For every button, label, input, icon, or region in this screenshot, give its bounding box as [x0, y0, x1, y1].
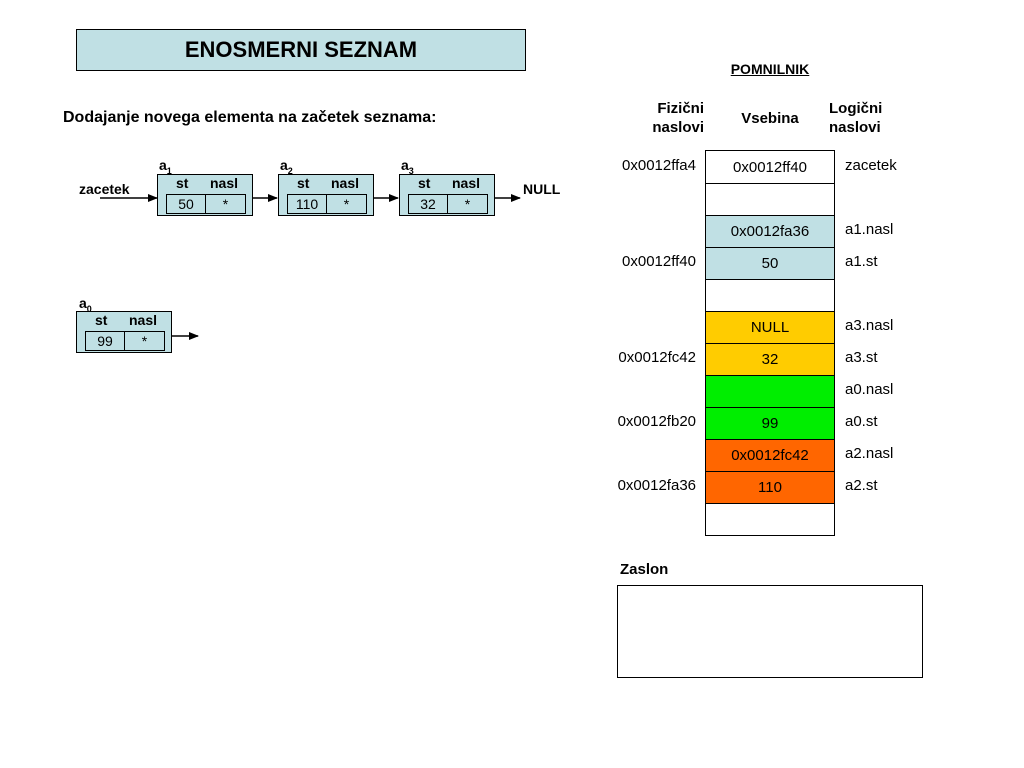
node-a3-st-header: st — [418, 175, 431, 191]
node-a0-pointer: * — [141, 333, 148, 349]
head-pointer-label: zacetek — [79, 181, 130, 197]
logical-address: a2.st — [845, 477, 878, 494]
node-a1-label: a1 — [159, 157, 172, 176]
null-label: NULL — [523, 181, 561, 197]
slide-subtitle: Dodajanje novega elementa na začetek sez… — [63, 109, 437, 126]
node-a2: st nasl 110 * — [278, 174, 374, 216]
node-a3-pointer: * — [464, 196, 471, 212]
node-a3: st nasl 32 * — [399, 174, 495, 216]
node-a1-nasl-header: nasl — [210, 175, 239, 191]
slide-title: ENOSMERNI SEZNAM — [76, 29, 526, 71]
col-content-header: Vsebina — [741, 110, 799, 127]
memory-cell — [706, 375, 834, 407]
memory-cell — [706, 279, 834, 311]
screen-output-box — [617, 585, 923, 678]
memory-cell: NULL — [706, 311, 834, 343]
memory-cell — [706, 503, 834, 535]
physical-address: 0x0012fb20 — [617, 413, 696, 430]
node-a1-cells: 50 * — [166, 194, 246, 214]
physical-address: 0x0012ffa4 — [622, 157, 696, 174]
node-a0: st nasl 99 * — [76, 311, 172, 353]
screen-label: Zaslon — [620, 561, 669, 578]
logical-address: zacetek — [845, 157, 897, 174]
memory-cell: 0x0012fa36 — [706, 215, 834, 247]
memory-cell: 0x0012ff40 — [706, 151, 834, 183]
memory-cell: 0x0012fc42 — [706, 439, 834, 471]
node-a0-label: a0 — [79, 295, 92, 314]
node-a2-cells: 110 * — [287, 194, 367, 214]
node-a1-pointer: * — [222, 196, 229, 212]
node-a2-value: 110 — [288, 195, 328, 213]
physical-address: 0x0012fc42 — [618, 349, 696, 366]
node-a2-nasl-header: nasl — [331, 175, 360, 191]
memory-cell: 99 — [706, 407, 834, 439]
node-a3-cells: 32 * — [408, 194, 488, 214]
physical-address: 0x0012fa36 — [617, 477, 696, 494]
node-a3-label: a3 — [401, 157, 414, 176]
node-a1: st nasl 50 * — [157, 174, 253, 216]
memory-cell — [706, 183, 834, 215]
node-a2-st-header: st — [297, 175, 310, 191]
node-a2-label: a2 — [280, 157, 293, 176]
node-a0-value: 99 — [86, 332, 126, 350]
logical-address: a0.nasl — [845, 381, 894, 398]
logical-address: a1.nasl — [845, 221, 894, 238]
node-a3-value: 32 — [409, 195, 449, 213]
memory-cell: 50 — [706, 247, 834, 279]
memory-cell: 32 — [706, 343, 834, 375]
node-a0-st-header: st — [95, 312, 108, 328]
node-a1-st-header: st — [176, 175, 189, 191]
logical-address: a3.st — [845, 349, 878, 366]
memory-title: POMNILNIK — [730, 61, 810, 77]
node-a3-nasl-header: nasl — [452, 175, 481, 191]
node-a0-cells: 99 * — [85, 331, 165, 351]
physical-address: 0x0012ff40 — [622, 253, 696, 270]
logical-address: a2.nasl — [845, 445, 894, 462]
node-a2-pointer: * — [343, 196, 350, 212]
slide-title-text: ENOSMERNI SEZNAM — [184, 37, 418, 62]
logical-address: a3.nasl — [845, 317, 894, 334]
node-a0-nasl-header: nasl — [129, 312, 158, 328]
node-a1-value: 50 — [167, 195, 207, 213]
logical-address: a0.st — [845, 413, 878, 430]
memory-cell: 110 — [706, 471, 834, 503]
logical-address: a1.st — [845, 253, 878, 270]
